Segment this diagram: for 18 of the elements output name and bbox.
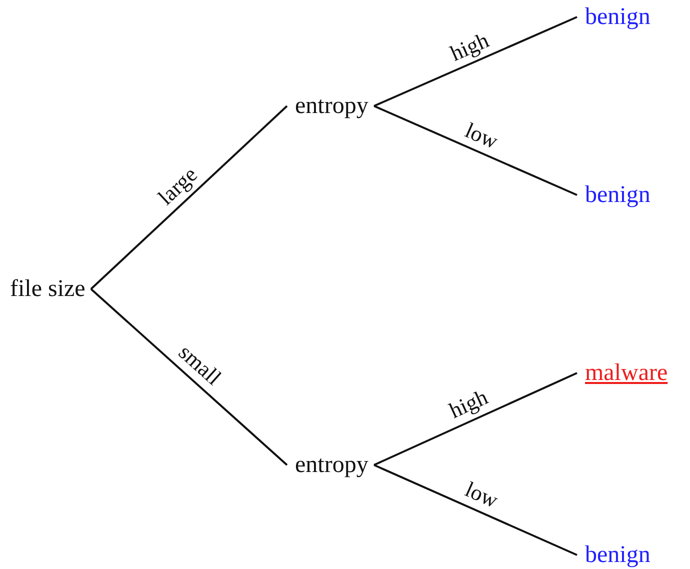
edge-label: high (446, 386, 492, 423)
branch-line (90, 105, 288, 290)
tree-node-label: benign (585, 4, 650, 30)
branch-line (90, 288, 288, 466)
tree-node-label: malware (585, 360, 668, 386)
branch-line (374, 464, 578, 556)
edge-label: high (446, 28, 492, 65)
tree-node-label: file size (10, 276, 86, 302)
branch-line (374, 372, 578, 466)
branch-line (374, 105, 578, 196)
tree-node-label: entropy (295, 93, 368, 120)
tree-node-label: benign (585, 182, 650, 208)
edge-label: low (462, 119, 502, 153)
tree-node-label: benign (585, 542, 650, 568)
branch-line (374, 16, 578, 107)
tree-node-label: entropy (295, 452, 368, 478)
edge-label: large (154, 162, 202, 209)
edge-label: low (462, 478, 502, 512)
